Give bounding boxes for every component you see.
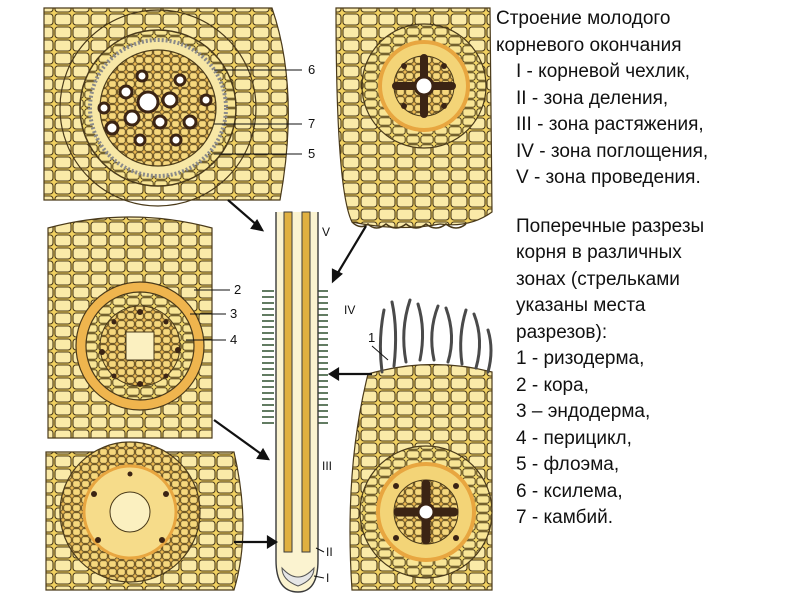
zone-label-v: V xyxy=(322,225,330,239)
zone-label-iv: IV xyxy=(344,303,355,317)
caption-line-1: Поперечные разрезы xyxy=(496,214,792,241)
label-5: 5 xyxy=(308,146,315,161)
root-structure-figure: 6 7 5 2 3 4 xyxy=(0,0,496,595)
zone-item-2: II - зона деления, xyxy=(496,86,792,113)
labels-section-e: 1 xyxy=(368,330,388,360)
description-text: Строение молодого корневого окончания I … xyxy=(496,6,792,532)
label-3: 3 xyxy=(230,306,237,321)
legend-item-5: 5 - флоэма, xyxy=(496,452,792,479)
zone-item-1: I - корневой чехлик, xyxy=(496,59,792,86)
root-hairs xyxy=(380,300,491,372)
cross-section-absorption-zone-top xyxy=(336,8,492,228)
label-2: 2 xyxy=(234,282,241,297)
caption-line-4: указаны места xyxy=(496,293,792,320)
zone-label-ii: II xyxy=(326,545,333,559)
caption-line-2: корня в различных xyxy=(496,240,792,267)
title-line-2: корневого окончания xyxy=(496,33,792,60)
zone-item-4: IV - зона поглощения, xyxy=(496,139,792,166)
label-1: 1 xyxy=(368,330,375,345)
label-7: 7 xyxy=(308,116,315,131)
zone-item-3: III - зона растяжения, xyxy=(496,112,792,139)
longitudinal-root xyxy=(262,212,328,592)
zone-item-5: V - зона проведения. xyxy=(496,165,792,192)
legend-item-3: 3 – эндодерма, xyxy=(496,399,792,426)
cross-section-conduction-zone xyxy=(44,8,288,206)
zone-label-iii: III xyxy=(322,459,332,473)
title-line-1: Строение молодого xyxy=(496,6,792,33)
legend-item-2: 2 - кора, xyxy=(496,373,792,400)
legend-item-4: 4 - перицикл, xyxy=(496,426,792,453)
label-6: 6 xyxy=(308,62,315,77)
caption-line-3: зонах (стрельками xyxy=(496,267,792,294)
zone-label-i: I xyxy=(326,571,329,585)
legend-item-1: 1 - ризодерма, xyxy=(496,346,792,373)
caption-line-5: разрезов): xyxy=(496,320,792,347)
cross-section-division-zone xyxy=(46,442,243,590)
label-4: 4 xyxy=(230,332,237,347)
legend-item-6: 6 - ксилема, xyxy=(496,479,792,506)
legend-item-7: 7 - камбий. xyxy=(496,505,792,532)
cross-section-elongation-zone xyxy=(48,217,212,438)
